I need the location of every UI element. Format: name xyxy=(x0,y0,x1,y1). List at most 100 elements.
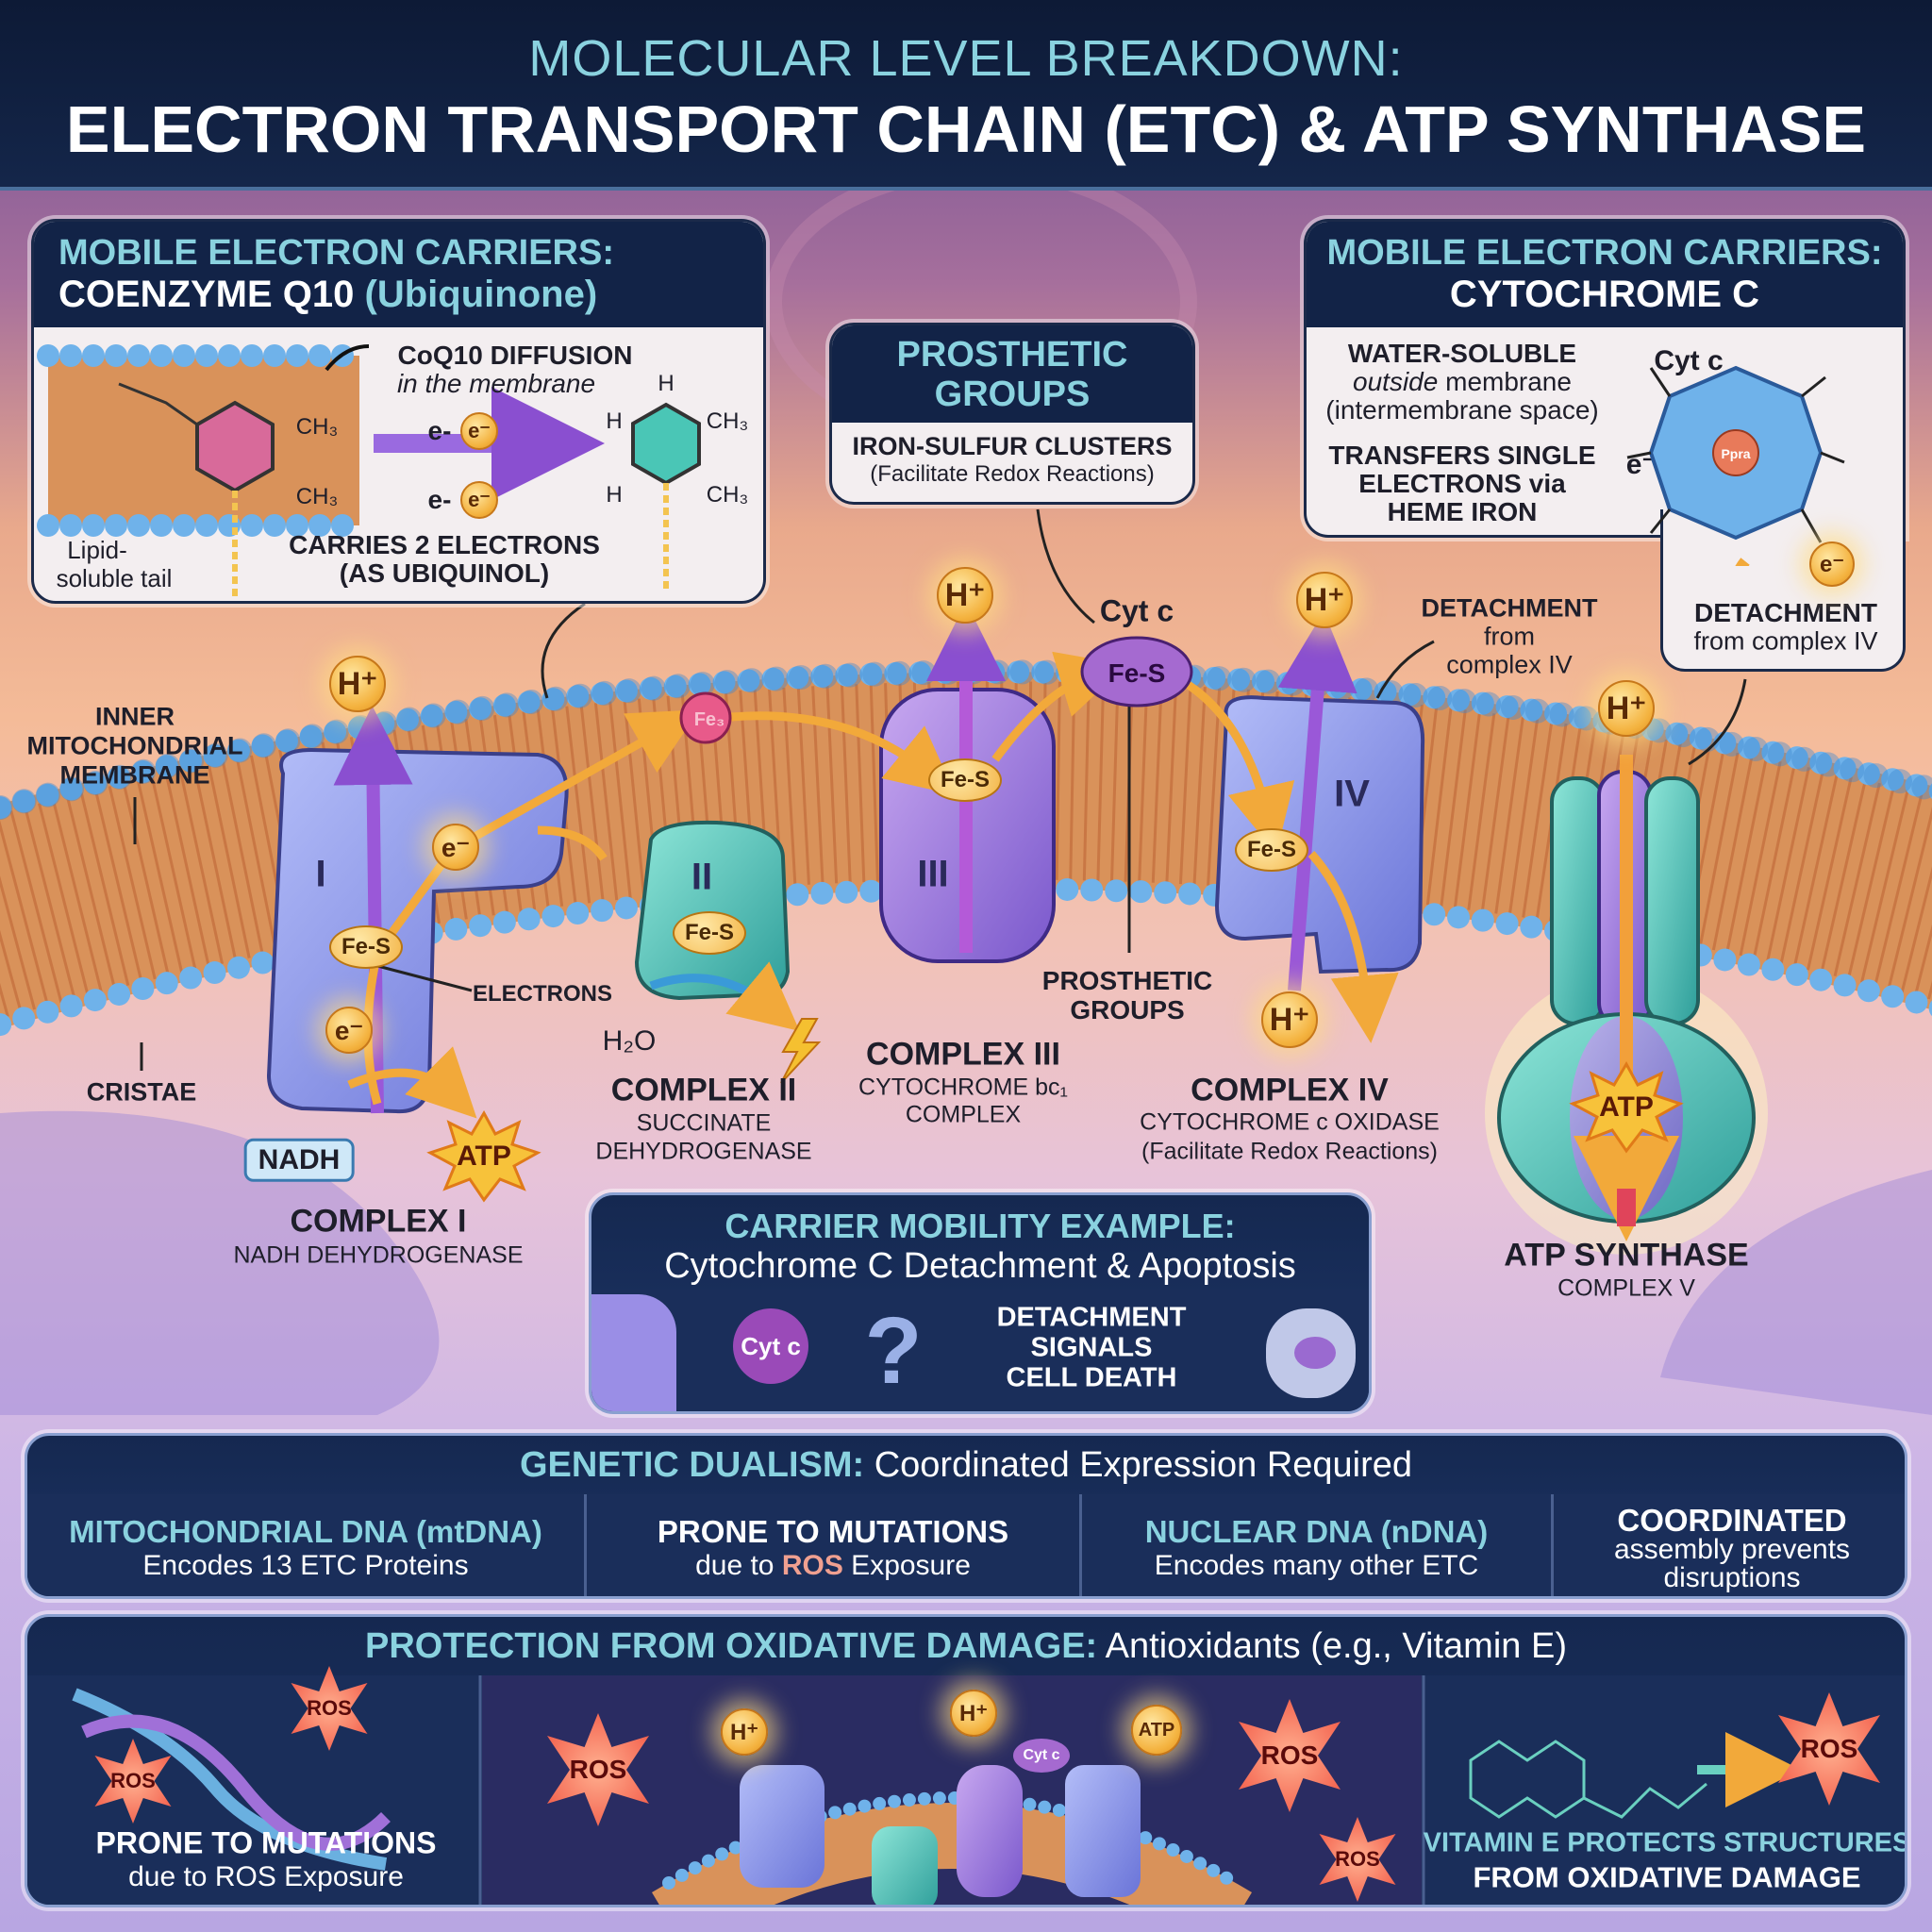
protection-right-2: FROM OXIDATIVE DAMAGE xyxy=(1473,1860,1861,1894)
electron-badge-icon: e⁻ xyxy=(460,481,498,519)
cyt-c-bubble: Cyt c xyxy=(733,1308,808,1384)
h2o-label: H₂O xyxy=(602,1024,657,1057)
coq10-sub-paren: (Ubiquinone) xyxy=(364,274,598,315)
protection-left-2: due to ROS Exposure xyxy=(128,1860,404,1892)
transfers-2: ELECTRONS via xyxy=(1358,468,1566,498)
coordinated-body-1: assembly prevents xyxy=(1613,1533,1851,1565)
proton-icon: H⁺ xyxy=(1261,991,1318,1048)
fe-s-cluster-icon: Fe-S xyxy=(928,758,1002,802)
complex-ii-shape xyxy=(634,820,791,1001)
protection-panel: PROTECTION FROM OXIDATIVE DAMAGE: Antiox… xyxy=(25,1614,1907,1907)
h-label: H xyxy=(658,371,675,397)
complex-iii-numeral: III xyxy=(917,853,949,895)
complex-iii-sub-2: COMPLEX xyxy=(905,1101,1022,1128)
fe-s-cluster-icon: Fe-S xyxy=(329,925,403,969)
heme-porphyrin-icon: Ppra xyxy=(1626,365,1845,566)
cytc-panel-tab: DETACHMENT from complex IV xyxy=(1660,509,1906,672)
vitamin-e-molecule-icon xyxy=(1469,1740,1586,1819)
complex-ii-numeral: II xyxy=(691,856,713,898)
atp-synthase-name: ATP SYNTHASE xyxy=(1504,1237,1749,1274)
title-line-1: MOLECULAR LEVEL BREAKDOWN: xyxy=(528,29,1404,87)
complex-i-numeral: I xyxy=(315,853,326,895)
outside-italic: outside xyxy=(1353,366,1439,396)
question-icon: ? xyxy=(864,1298,923,1404)
coq10-diffusion: CoQ10 DIFFUSION xyxy=(397,340,633,370)
complex-iii-name: COMPLEX III xyxy=(866,1036,1060,1073)
electron-icon: e⁻ xyxy=(325,1007,373,1054)
cytc-detach-2: from complex IV xyxy=(1693,626,1878,656)
protection-right-1: VITAMIN E PROTECTS STRUCTURES xyxy=(1423,1827,1907,1858)
atp-synthase-atp-label: ATP xyxy=(1599,1091,1654,1123)
fe3-label: Fe₃ xyxy=(693,709,725,731)
apoptotic-cell-icon xyxy=(1266,1308,1356,1398)
prosthetic-heading-1: PROSTHETIC xyxy=(896,335,1128,375)
complex-iv-sub-1: CYTOCHROME c OXIDASE xyxy=(1140,1108,1440,1136)
genetic-dualism-panel: GENETIC DUALISM: Coordinated Expression … xyxy=(25,1433,1907,1599)
coordinated-title: COORDINATED xyxy=(1617,1502,1847,1538)
coq10-diffusion-italic: in the membrane xyxy=(396,368,596,398)
prosthetic-body-2: (Facilitate Redox Reactions) xyxy=(870,461,1155,487)
intermembrane-space: (intermembrane space) xyxy=(1325,394,1599,425)
coq10-sub-main: COENZYME Q10 xyxy=(58,274,355,315)
proton-icon: H⁺ xyxy=(937,567,993,624)
electron-text: e- xyxy=(427,415,452,445)
prosthetic-label-2: GROUPS xyxy=(1070,994,1185,1024)
carrier-mobility-panel: CARRIER MOBILITY EXAMPLE: Cytochrome C D… xyxy=(589,1192,1372,1414)
atp-synthase-sub: COMPLEX V xyxy=(1557,1274,1695,1302)
detach-label-1: DETACHMENT xyxy=(1421,593,1598,623)
cytc-heading: MOBILE ELECTRON CARRIERS: xyxy=(1326,233,1883,273)
cyt-c-label: Cyt c xyxy=(1654,344,1724,376)
genetic-heading-rest: Coordinated Expression Required xyxy=(864,1445,1413,1485)
carrier-step-1: DETACHMENT xyxy=(996,1302,1187,1333)
atp-label: ATP xyxy=(457,1140,511,1172)
transfers-3: HEME IRON xyxy=(1387,496,1538,526)
outside-rest: membrane xyxy=(1438,366,1572,396)
coq10-heading: MOBILE ELECTRON CARRIERS: xyxy=(58,233,614,273)
mtdna-body: Encodes 13 ETC Proteins xyxy=(142,1550,469,1581)
protection-heading-rest: Antioxidants (e.g., Vitamin E) xyxy=(1097,1626,1567,1666)
proton-icon: H⁺ xyxy=(721,1708,768,1756)
electron-badge-icon: e⁻ xyxy=(460,412,498,450)
h-label: H xyxy=(606,482,623,508)
proton-icon: H⁺ xyxy=(950,1690,997,1737)
cytc-detach-1: DETACHMENT xyxy=(1694,597,1877,627)
proton-icon: H⁺ xyxy=(1296,572,1353,628)
electrons-label: ELECTRONS xyxy=(472,981,613,1008)
prosthetic-heading-2: GROUPS xyxy=(934,375,1091,414)
prone-body-post: Exposure xyxy=(842,1550,971,1581)
coq10-illustration xyxy=(37,344,701,601)
carrier-step-3: CELL DEATH xyxy=(1006,1362,1177,1393)
electron-icon: e⁻ xyxy=(432,824,479,871)
fe-s-cluster-icon: Fe-S xyxy=(1235,828,1308,872)
carrier-sub: Cytochrome C Detachment & Apoptosis xyxy=(664,1246,1296,1286)
proton-icon: H⁺ xyxy=(1598,680,1655,737)
coq10-pointer-line xyxy=(541,602,586,699)
complex-i-sub: NADH DEHYDROGENASE xyxy=(233,1241,524,1269)
atp-synthase-shape xyxy=(1485,770,1768,1255)
fe3-carrier-icon xyxy=(679,691,732,744)
prosthetic-label-1: PROSTHETIC xyxy=(1041,965,1213,995)
lightning-icon xyxy=(780,1018,822,1084)
ndna-body: Encodes many other ETC xyxy=(1154,1550,1479,1581)
header: MOLECULAR LEVEL BREAKDOWN: ELECTRON TRAN… xyxy=(0,0,1932,191)
ros-highlight: ROS xyxy=(781,1550,843,1581)
fe-s-cluster-icon: Fe-S xyxy=(673,911,746,955)
ubiquinol-ring-icon xyxy=(631,402,701,486)
prone-title: PRONE TO MUTATIONS xyxy=(657,1514,1009,1549)
h-label: H xyxy=(606,408,623,435)
nadh-badge: NADH xyxy=(243,1138,355,1183)
carries-label-1: CARRIES 2 ELECTRONS xyxy=(289,529,600,559)
complex-ii-sub-1: SUCCINATE xyxy=(636,1109,772,1137)
coq10-panel: MOBILE ELECTRON CARRIERS: COENZYME Q10 (… xyxy=(31,219,766,604)
detachment-pointer-line xyxy=(1375,640,1435,699)
cytc-sub: CYTOCHROME C xyxy=(1449,274,1760,315)
complex-i-name: COMPLEX I xyxy=(290,1203,467,1240)
prone-body-pre: due to xyxy=(695,1550,782,1581)
heme-center-label: Ppra xyxy=(1721,446,1750,461)
complex-iv-shape xyxy=(1214,695,1425,974)
complex-iv-numeral: IV xyxy=(1334,773,1370,815)
prosthetic-panel: PROSTHETIC GROUPS IRON-SULFUR CLUSTERS (… xyxy=(829,323,1195,505)
atp-icon: ATP xyxy=(1131,1705,1182,1756)
cyt-c-carrier-icon xyxy=(1080,636,1193,708)
